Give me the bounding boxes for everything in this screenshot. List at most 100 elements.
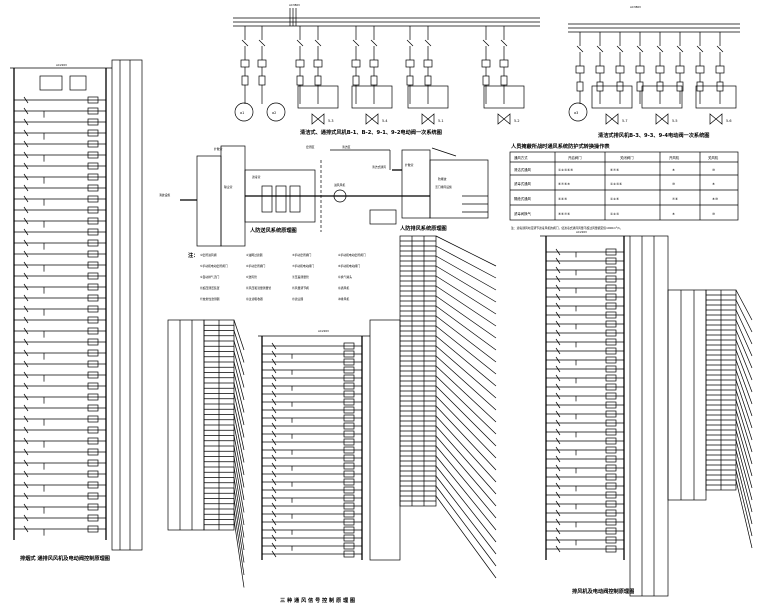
contact-symbol <box>555 518 561 526</box>
contact-symbol <box>23 404 29 412</box>
caption-civil-air: 人防送风系统原理图 <box>250 226 297 234</box>
coil-symbol <box>87 173 99 181</box>
wire-lead <box>435 305 497 351</box>
wire-lead <box>435 385 497 447</box>
contactor-symbol <box>675 65 685 74</box>
table-header-mode: 通风方式 <box>514 155 528 160</box>
coil-symbol <box>87 228 99 236</box>
coil-symbol <box>343 382 355 390</box>
contact-symbol <box>555 374 561 382</box>
legend-item: ⑲滤尘器 <box>292 297 303 301</box>
contact-symbol <box>555 338 561 346</box>
coil-symbol <box>87 294 99 302</box>
table-note: 注：滤毒通风时应调节滤毒风机的阀门，使滤毒式通风风量不超过风量额定值1000m³… <box>511 226 623 230</box>
wire-lead <box>435 325 497 375</box>
coil-symbol <box>87 217 99 225</box>
coil-symbol <box>605 275 617 283</box>
valve-label: 5-6 <box>726 119 732 123</box>
coil-symbol <box>343 510 355 518</box>
coil-symbol <box>605 419 617 427</box>
wire-lead <box>233 456 245 513</box>
coil-symbol <box>87 481 99 489</box>
coil-symbol <box>605 536 617 544</box>
contact-symbol <box>271 350 277 358</box>
wire-lead <box>435 235 497 267</box>
table-cell: ⑦⑧ <box>672 197 678 201</box>
coil-symbol <box>343 478 355 486</box>
coil-symbol <box>605 320 617 328</box>
wire-lead <box>435 395 497 459</box>
contact-symbol <box>271 462 277 470</box>
contact-symbol <box>555 473 561 481</box>
contact-symbol <box>23 195 29 203</box>
valve-symbol <box>605 113 619 125</box>
voltage-label-left: AC220V <box>56 63 67 67</box>
table-cell: ⑨⑩ <box>712 197 718 201</box>
breaker-symbol <box>656 45 664 53</box>
coil-symbol <box>87 360 99 368</box>
coil-symbol <box>605 338 617 346</box>
coil-symbol <box>605 500 617 508</box>
table-title: 人员掩蔽所战时通风系统防护式转换操作表 <box>511 142 610 150</box>
breaker-symbol <box>676 45 684 53</box>
contact-symbol <box>23 162 29 170</box>
wire-lead <box>435 375 497 435</box>
coil-symbol <box>343 374 355 382</box>
contact-symbol <box>23 470 29 478</box>
caption-right-panel: 排风机及电动阀控制原理图 <box>572 587 634 595</box>
contact-symbol <box>23 459 29 467</box>
left-control-schematic: AC220V 排烟式 通排风风机及电动阀控制原理图 <box>10 59 143 562</box>
relay-symbol <box>716 81 724 92</box>
caption-civil-exhaust: 人防排风系统原理图 <box>400 224 447 232</box>
wire-lead <box>233 382 245 426</box>
label-clean-ventilation: 清洁式通风 <box>372 165 386 169</box>
coil-symbol <box>87 184 99 192</box>
contact-symbol <box>555 500 561 508</box>
wire-lead <box>233 372 245 413</box>
motor-symbol <box>234 102 254 122</box>
valve-actuator-box <box>591 85 633 109</box>
wire-lead <box>735 289 753 321</box>
wire-lead <box>435 445 497 519</box>
contact-symbol <box>555 302 561 310</box>
wire-lead <box>735 429 753 489</box>
contact-symbol <box>23 305 29 313</box>
wire-lead <box>735 389 753 441</box>
contact-symbol <box>555 311 561 319</box>
relay-symbol <box>596 81 604 92</box>
coil-symbol <box>343 470 355 478</box>
wire-lead <box>233 477 245 538</box>
contact-symbol <box>271 414 277 422</box>
wire-lead <box>735 459 753 525</box>
coil-symbol <box>343 350 355 358</box>
wire-lead <box>735 399 753 453</box>
table-cell: ③④⑤ <box>558 197 567 201</box>
contact-symbol <box>23 426 29 434</box>
label-diffusion-room: 扩散室 <box>214 147 223 151</box>
legend-item: ⑭风压和流量测量管 <box>246 286 271 290</box>
contact-symbol <box>23 140 29 148</box>
contact-symbol <box>271 422 277 430</box>
coil-symbol <box>605 473 617 481</box>
valve-label: 5-4 <box>382 119 388 123</box>
wire-lead <box>435 285 497 327</box>
legend-item: ⑩送风管 <box>246 275 257 279</box>
legend-item: ⑫换气堵头 <box>338 275 352 279</box>
motor-label: a3 <box>574 111 578 115</box>
contact-symbol <box>23 239 29 247</box>
wire-lead <box>233 340 245 376</box>
wire-lead <box>735 329 753 369</box>
coil-symbol <box>87 327 99 335</box>
contact-symbol <box>23 184 29 192</box>
contact-symbol <box>555 356 561 364</box>
contact-symbol <box>555 293 561 301</box>
table-cell: ①②③ <box>610 212 619 216</box>
wire-lead <box>233 414 245 463</box>
breaker-symbol <box>406 39 414 47</box>
relay-symbol <box>370 75 378 86</box>
coil-symbol <box>605 464 617 472</box>
relay-symbol <box>656 81 664 92</box>
coil-symbol <box>343 542 355 550</box>
contact-symbol <box>23 415 29 423</box>
